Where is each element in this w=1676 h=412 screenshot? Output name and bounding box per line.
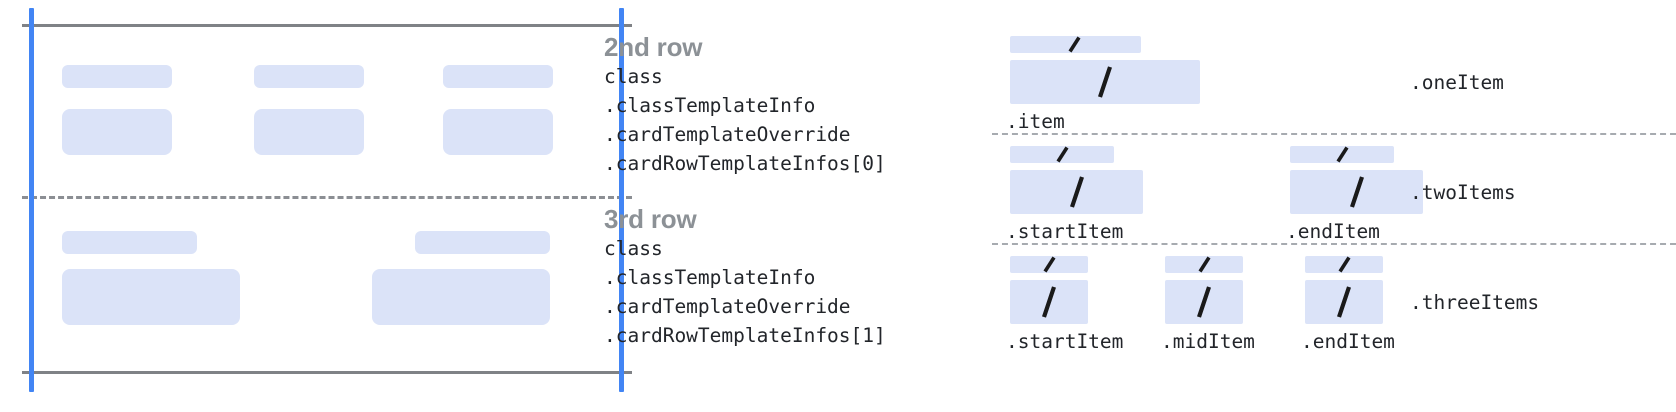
variant-slot-mid-item: .midItem	[1161, 256, 1255, 356]
variant-slot-label: .item	[1006, 110, 1065, 133]
row-info-3rd-row: 3rd row class .classTemplateInfo .cardTe…	[604, 204, 886, 350]
placeholder-body-block	[254, 109, 364, 155]
card-top-edge-line	[22, 24, 632, 27]
card-left-edge-line	[29, 8, 34, 392]
row-info-code-line: class	[604, 237, 663, 260]
slash-mark-icon	[1198, 256, 1211, 273]
variant-slot-label: .endItem	[1301, 330, 1395, 353]
slash-mark-icon	[1043, 256, 1056, 273]
card-bottom-edge-line	[22, 371, 632, 374]
variant-slot-start-item: .startItem	[1006, 256, 1123, 356]
slash-mark-icon	[1070, 176, 1084, 208]
row-info-code-line: .classTemplateInfo	[604, 266, 816, 289]
placeholder-title-bar	[254, 65, 364, 88]
variant-slot-start-item: .startItem	[1006, 146, 1143, 246]
row-info-2nd-row: 2nd row class .classTemplateInfo .cardTe…	[604, 32, 886, 178]
row-info-code-line: .cardTemplateOverride	[604, 295, 851, 318]
variant-group-label: .oneItem	[1410, 71, 1504, 94]
slash-mark-icon	[1042, 286, 1056, 318]
variant-slot-label: .midItem	[1161, 330, 1255, 353]
slash-mark-icon	[1068, 36, 1081, 53]
slash-mark-icon	[1056, 146, 1069, 163]
card-template-frame	[0, 0, 640, 412]
variant-slot-end-item: .endItem	[1286, 146, 1423, 246]
row-info-code-line: .cardTemplateOverride	[604, 123, 851, 146]
card-row-2-placeholders	[0, 0, 640, 196]
variant-slot-label: .startItem	[1006, 220, 1124, 243]
slash-mark-icon	[1197, 286, 1211, 318]
slash-mark-icon	[1336, 146, 1349, 163]
slash-mark-icon	[1098, 66, 1112, 98]
placeholder-body-block	[62, 109, 172, 155]
placeholder-body-block	[372, 269, 550, 325]
card-right-edge-line	[619, 8, 624, 392]
card-row-3-placeholders	[0, 196, 640, 376]
card-row-divider-dashed	[22, 196, 632, 199]
row-info-heading: 3rd row	[604, 204, 697, 234]
slash-mark-icon	[1337, 286, 1351, 318]
slash-mark-icon	[1350, 176, 1364, 208]
row-info-code-line: class	[604, 65, 663, 88]
placeholder-body-block	[443, 109, 553, 155]
row-info-heading: 2nd row	[604, 32, 703, 62]
placeholder-title-bar	[415, 231, 550, 254]
variant-slot-end-item: .endItem	[1301, 256, 1395, 356]
slash-mark-icon	[1338, 256, 1351, 273]
row-info-code-line: .cardRowTemplateInfos[0]	[604, 152, 886, 175]
placeholder-title-bar	[62, 65, 172, 88]
variant-group-label: .twoItems	[1410, 181, 1516, 204]
placeholder-title-bar	[62, 231, 197, 254]
variant-slot-label: .startItem	[1006, 330, 1124, 353]
variant-slot-label: .endItem	[1286, 220, 1380, 243]
row-info-code-line: .cardRowTemplateInfos[1]	[604, 324, 886, 347]
variant-group-label: .threeItems	[1410, 291, 1540, 314]
variant-group-divider-dashed	[992, 243, 1676, 245]
variant-group-divider-dashed	[992, 133, 1676, 135]
placeholder-title-bar	[443, 65, 553, 88]
placeholder-body-block	[62, 269, 240, 325]
row-info-code-line: .classTemplateInfo	[604, 94, 816, 117]
item-variant-legend: .item .oneItem .startItem .en	[955, 0, 1676, 412]
variant-slot-item: .item	[1006, 36, 1200, 136]
